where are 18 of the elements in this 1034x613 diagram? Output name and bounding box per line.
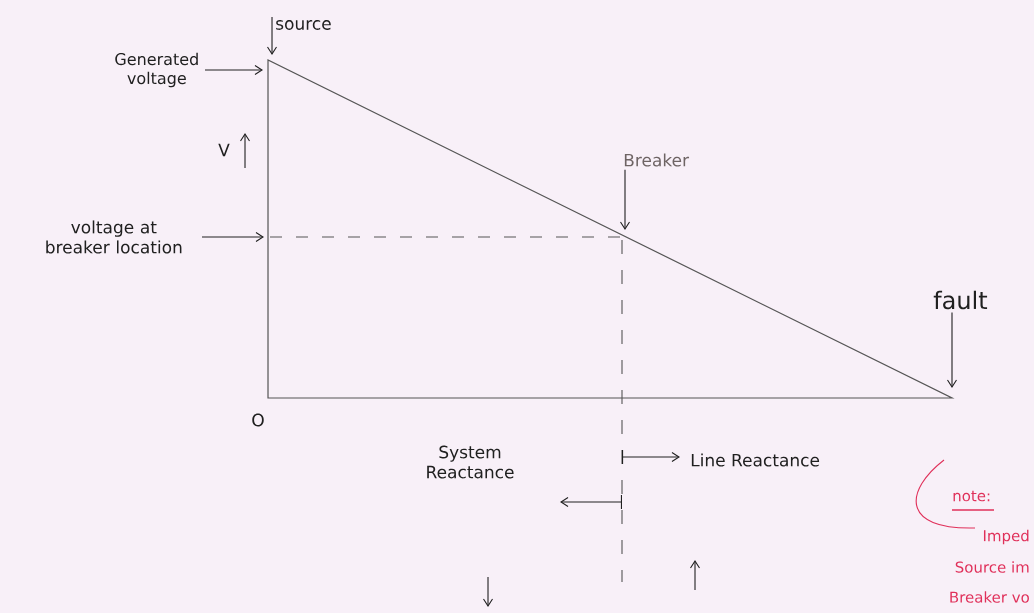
leader-arrow [266, 16, 278, 55]
handwritten-label: voltage at breaker location [46, 220, 182, 254]
handwritten-label: Generated voltage [115, 52, 198, 88]
handwritten-label: Breaker [624, 153, 690, 167]
handwritten-label: source [276, 20, 331, 30]
note-text: Imped [983, 529, 1029, 545]
dimension-label: Line Reactance [691, 453, 820, 467]
note-text: Source im [955, 561, 1029, 573]
leader-arrow [619, 169, 631, 230]
handwritten-label: fault [933, 290, 988, 310]
dimension-label: System Reactance [427, 445, 514, 479]
note-text: Breaker vo [950, 591, 1029, 603]
leader-arrow [204, 64, 263, 76]
origin-label: O [252, 413, 264, 427]
leader-arrow [201, 231, 264, 243]
axis-label: V [218, 143, 230, 157]
note-text: note: [953, 490, 990, 502]
leader-arrow [946, 311, 958, 388]
